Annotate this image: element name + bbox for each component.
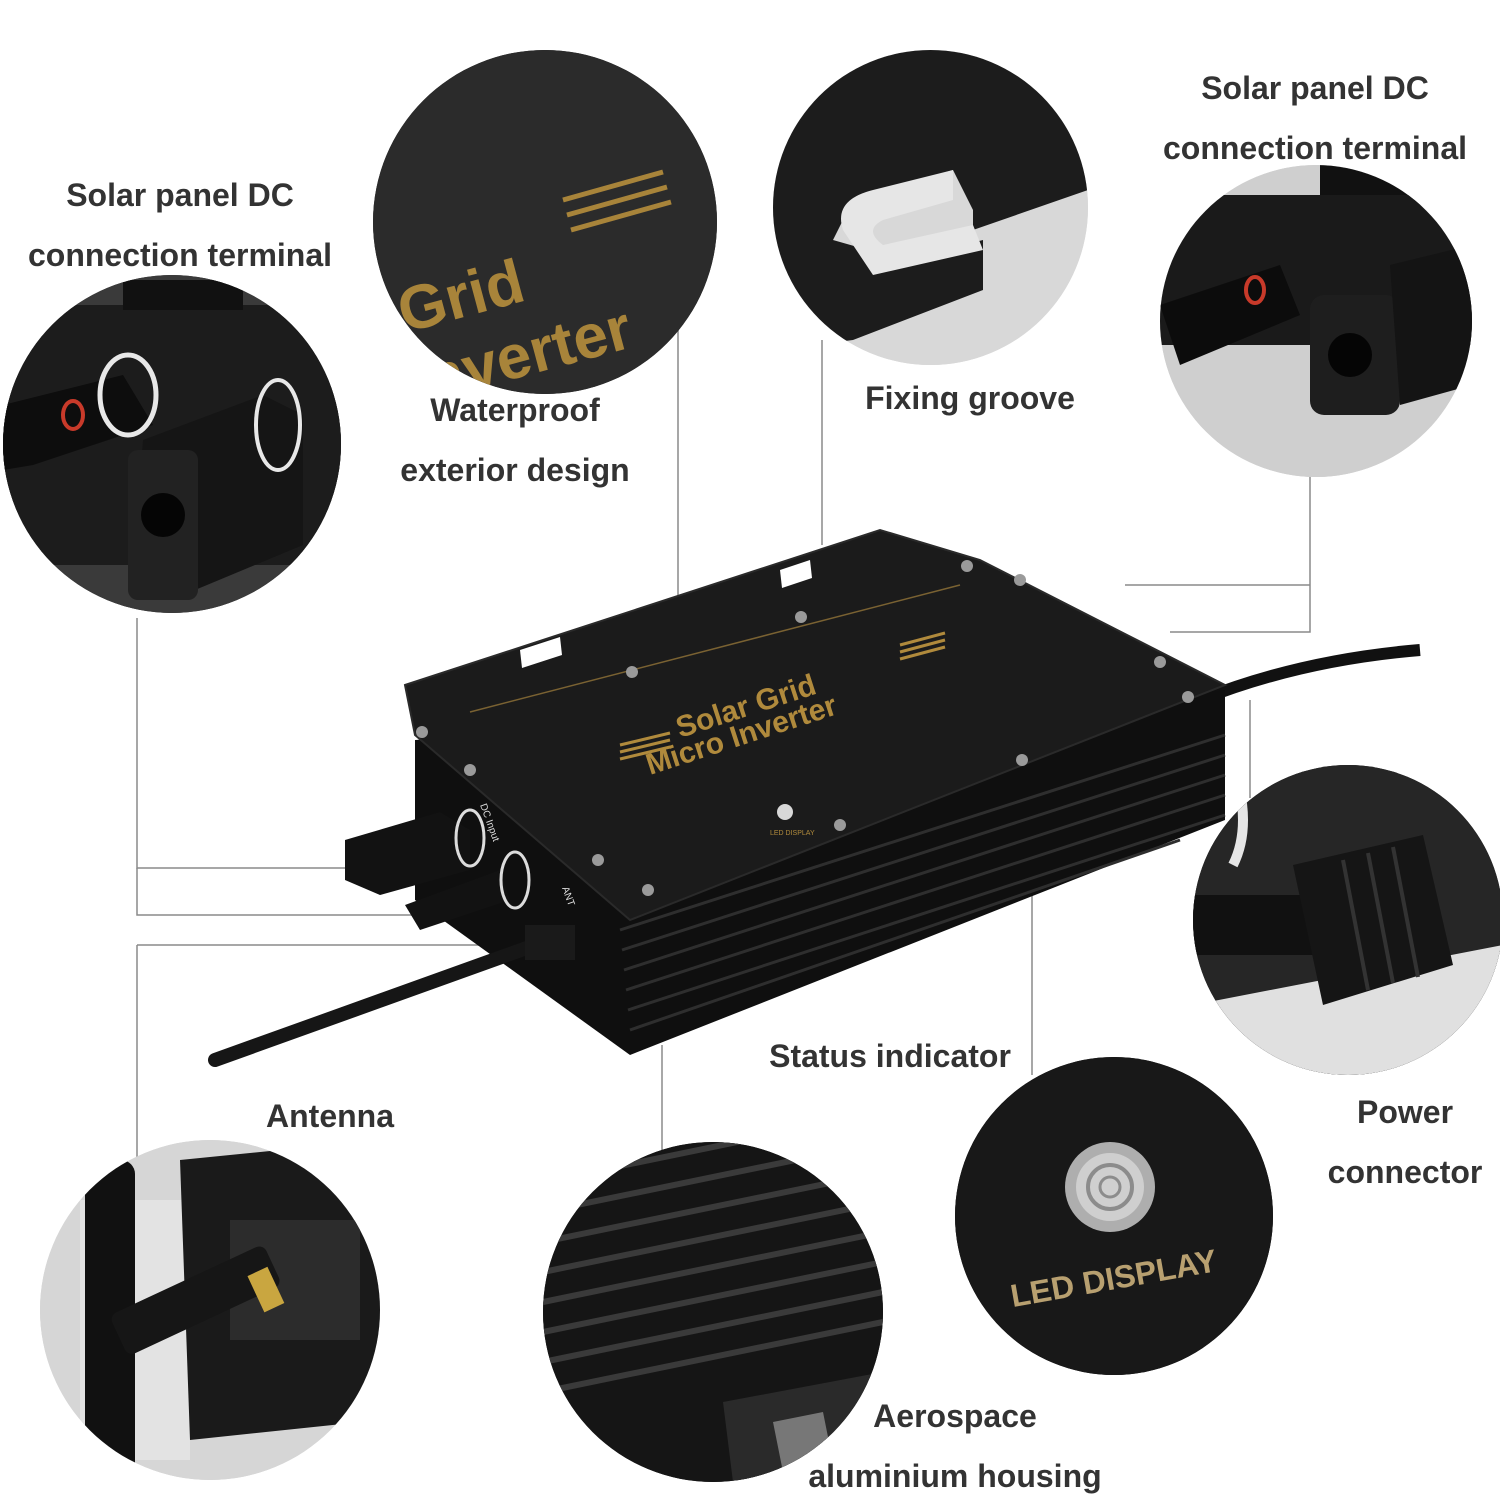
closeup-status-led: LED DISPLAY [955,1057,1273,1375]
heatsink-fins-icon [543,1142,883,1482]
antenna-connector-icon [40,1140,380,1480]
closeup-power-connector [1193,765,1500,1075]
led-indicator-icon: LED DISPLAY [955,1057,1273,1375]
dc-left-line1: Solar panel DC [66,177,294,213]
closeup-waterproof-exterior: Grid Inverter [373,50,717,394]
led-small-label: LED DISPLAY [770,830,815,837]
housing-label: Aerospace aluminium housing [780,1386,1130,1506]
closeup-fixing-groove [773,50,1088,365]
waterproof-label: Waterproof exterior design [370,380,660,500]
closeup-dc-terminal-right [1160,165,1472,477]
status-indicator-label: Status indicator [750,1026,1030,1086]
dc-left-line2: connection terminal [27,237,333,273]
dc-right-line2: connection terminal [1162,130,1468,166]
power-line2: connector [1327,1154,1483,1190]
power-cable-gland-icon [1193,765,1500,1075]
exterior-surface-icon: Grid Inverter [373,50,717,394]
dc-connector-right-icon [1160,165,1472,477]
dc-terminal-label-right: Solar panel DC connection terminal [1140,58,1490,178]
housing-line2: aluminium housing [808,1458,1102,1494]
closeup-aluminium-housing [543,1142,883,1482]
dc-connector-icon [3,275,341,613]
antenna-label: Antenna [245,1086,415,1146]
dc-right-line1: Solar panel DC [1201,70,1429,106]
closeup-antenna [40,1140,380,1480]
housing-line1: Aerospace [873,1398,1037,1434]
power-line1: Power [1356,1094,1454,1130]
groove-icon [773,50,1088,365]
micro-inverter-product: Solar Grid Micro Inverter LED DISPLAY DC… [208,528,1421,1067]
antenna-text: Antenna [266,1098,394,1134]
waterproof-line1: Waterproof [430,392,600,428]
power-connector-label: Power connector [1310,1082,1500,1202]
waterproof-line2: exterior design [400,452,630,488]
dc-terminal-label-left: Solar panel DC connection terminal [5,165,355,285]
fixing-text: Fixing groove [865,380,1075,416]
closeup-dc-terminal-left [3,275,341,613]
status-text: Status indicator [769,1038,1011,1074]
fixing-groove-label: Fixing groove [840,368,1100,428]
